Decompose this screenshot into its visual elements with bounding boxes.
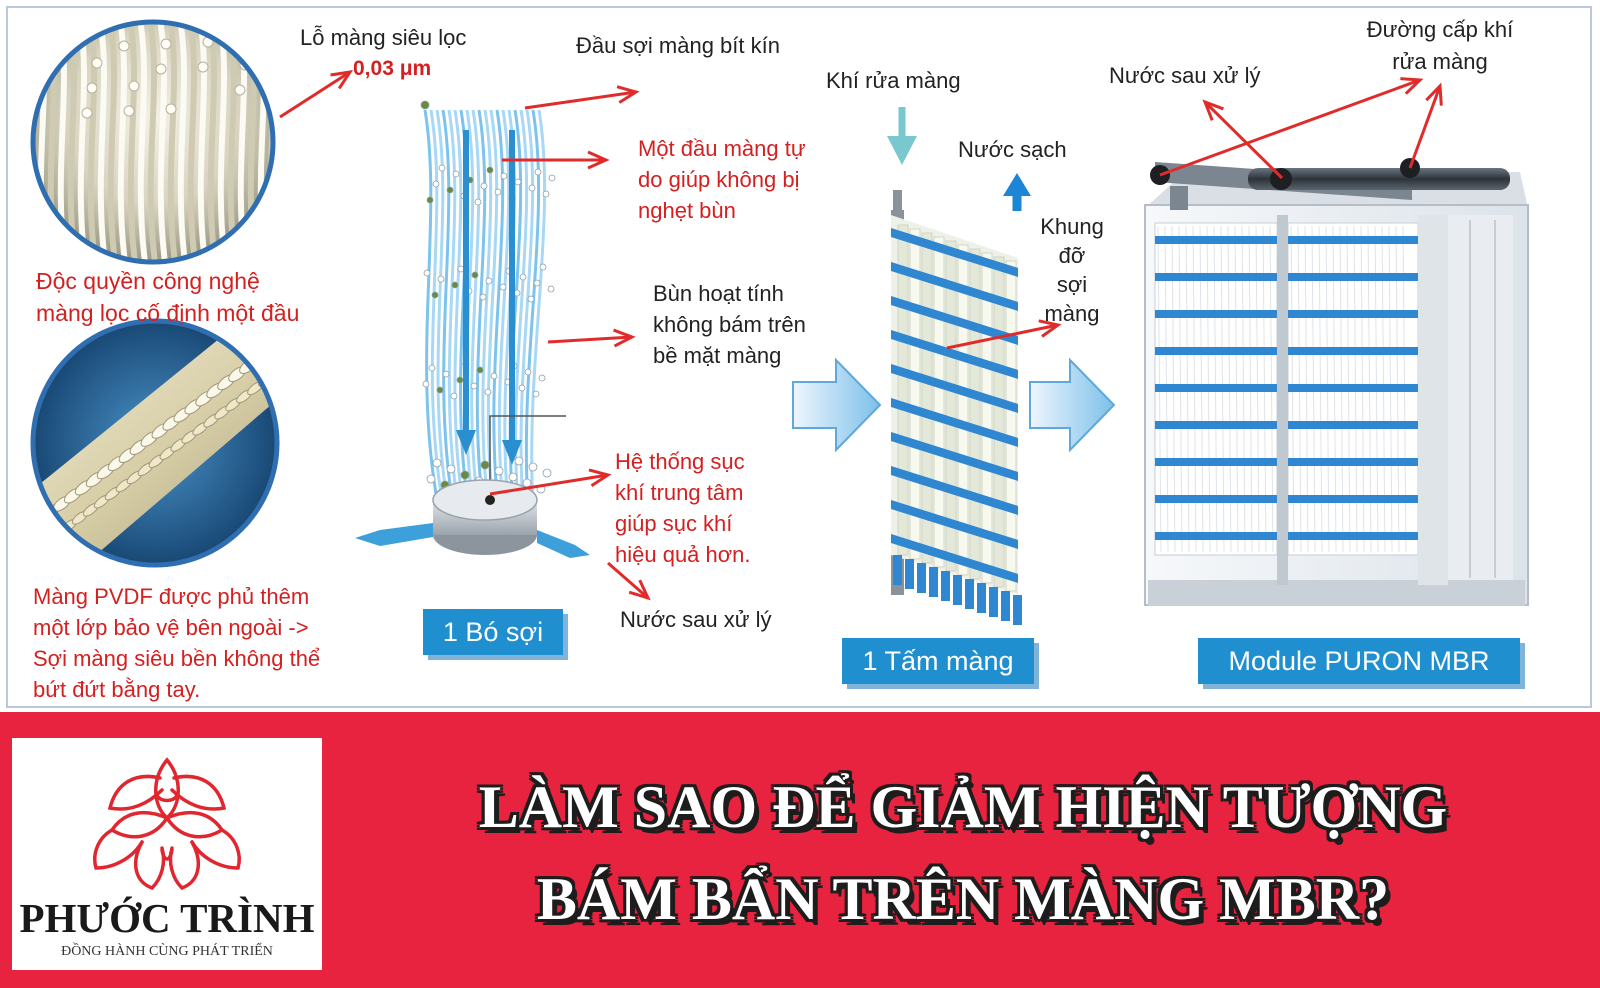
brand-tagline: ĐỒNG HÀNH CÙNG PHÁT TRIỂN [61, 944, 273, 959]
support-frame-label-1: Khung [1040, 214, 1104, 239]
free-end-label-1: Một đầu màng tự [638, 136, 806, 161]
air-wash-label: Khí rửa màng [826, 68, 961, 93]
fiber-closeup-photo-icon [30, 19, 276, 265]
water-out-module-label: Nước sau xử lý [1109, 63, 1261, 88]
free-end-label-3: nghẹt bùn [638, 198, 736, 223]
membrane-panel-icon [887, 107, 1031, 625]
brand-name: PHƯỚC TRÌNH [19, 895, 315, 941]
aeration-label-2: khí trung tâm [615, 480, 744, 505]
free-end-label-2: do giúp không bị [638, 167, 800, 192]
support-frame-label-2: đỡ [1058, 243, 1086, 268]
pvdf-strand-photo-icon [30, 318, 280, 568]
support-frame-label-4: màng [1044, 301, 1100, 326]
headline-line-2: BÁM BẨN TRÊN MÀNG MBR? [536, 866, 1390, 932]
clean-water-label: Nước sạch [958, 137, 1067, 162]
mbr-module-icon [1144, 158, 1529, 606]
caption-module: Module PURON MBR [1198, 638, 1520, 684]
diagram-graphics [30, 19, 1529, 625]
brand-logo: PHƯỚC TRÌNH ĐỒNG HÀNH CÙNG PHÁT TRIỂN [12, 738, 322, 970]
pore-size: 0,03 μm [353, 57, 432, 80]
caption-bundle: 1 Bó sợi [423, 609, 563, 655]
pvdf-note-1: Màng PVDF được phủ thêm [33, 584, 310, 609]
sludge-label-1: Bùn hoạt tính [653, 281, 784, 306]
air-supply-label-2: rửa màng [1392, 49, 1488, 74]
fiber-end-sealed-label: Đầu sợi màng bít kín [576, 33, 780, 58]
support-frame-label-3: sợi [1056, 272, 1088, 297]
sludge-label-3: bề mặt màng [653, 343, 782, 368]
headline-line-1: LÀM SAO ĐỂ GIẢM HIỆN TƯỢNG [478, 774, 1448, 840]
fiber-bundle-icon [355, 100, 590, 558]
exclusive-tech-label-2: màng lọc cố định một đầu [36, 300, 300, 326]
aeration-label-3: giúp sục khí [615, 511, 733, 536]
flow-arrow-icon [792, 357, 1116, 453]
pvdf-note-3: Sợi màng siêu bền không thể [33, 646, 321, 671]
pvdf-note-2: một lớp bảo vệ bên ngoài -> [33, 615, 309, 640]
annotation-arrows [279, 70, 1443, 601]
aeration-label-1: Hệ thống sục [615, 449, 745, 474]
aeration-label-4: hiệu quả hơn. [615, 542, 751, 567]
pore-title: Lỗ màng siêu lọc [300, 25, 467, 50]
sludge-label-2: không bám trên [653, 312, 806, 337]
water-out-bundle-label: Nước sau xử lý [620, 607, 772, 632]
exclusive-tech-label-1: Độc quyền công nghệ [36, 268, 260, 294]
pvdf-note-4: bứt đứt bằng tay. [33, 677, 201, 702]
diagram-area: Lỗ màng siêu lọc 0,03 μm Đầu sợi màng bí… [6, 6, 1592, 708]
caption-panel: 1 Tấm màng [842, 638, 1034, 684]
lotus-logo-icon [93, 757, 241, 891]
air-supply-label-1: Đường cấp khí [1366, 17, 1514, 42]
